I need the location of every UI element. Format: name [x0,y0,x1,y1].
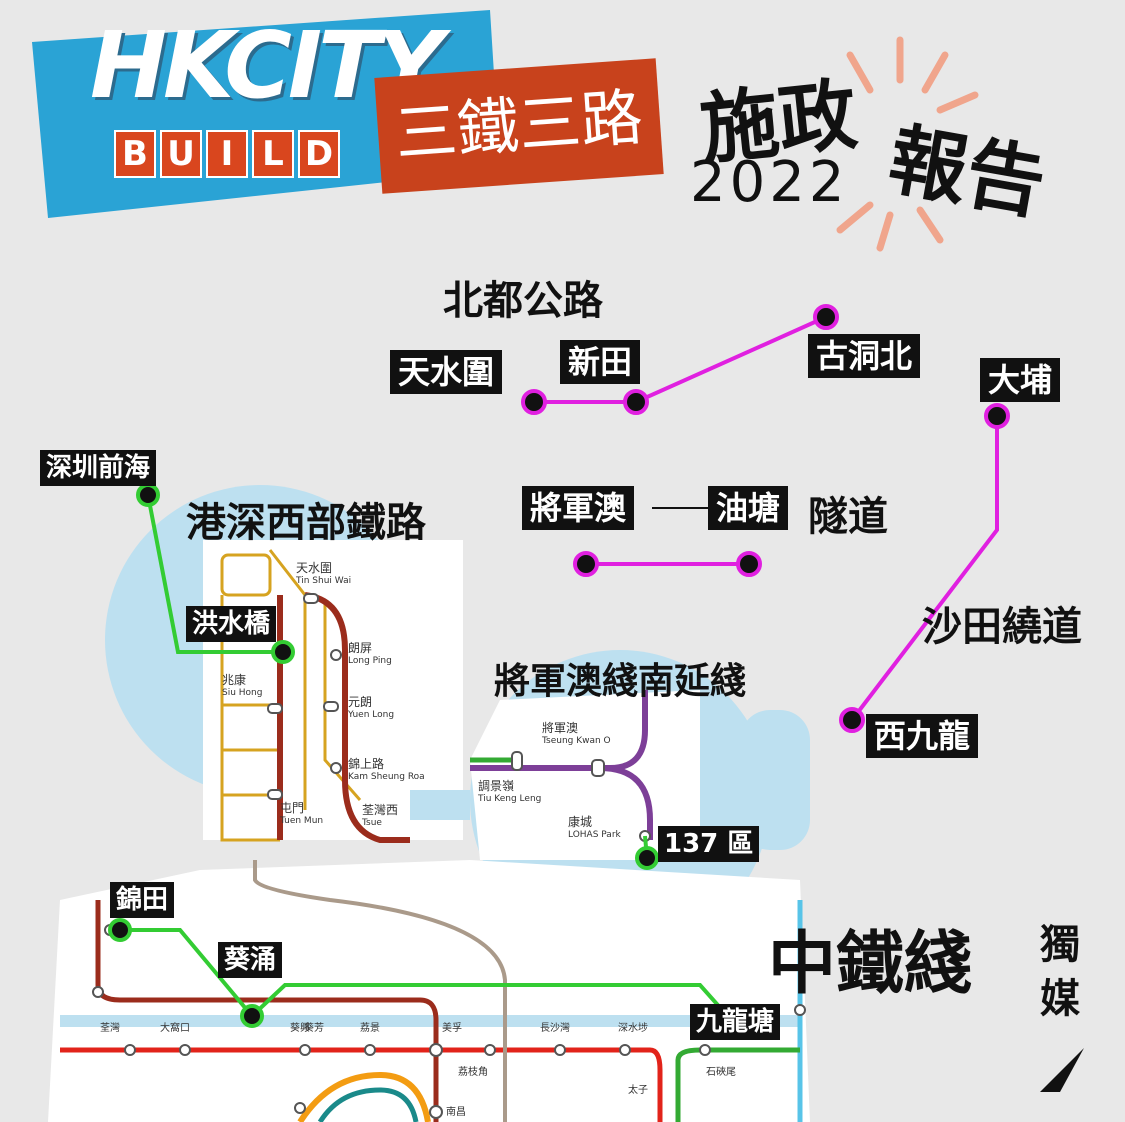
logo-build-letter: I [206,130,248,178]
water-channel [410,790,470,820]
station-label-tai-po: 大埔 [980,358,1061,402]
shatin-bypass-title: 沙田繞道 [922,604,1082,650]
station-label-tseung-kwan-o: 將軍澳 [522,486,635,530]
map-label-lower: 荔景 [360,1023,380,1034]
logo-build-letter: U [160,130,202,178]
station-label-kam-tin: 錦田 [110,882,175,918]
logo-build-letter: D [298,130,340,178]
tko-line-branch [599,765,653,840]
map-label-lower: 葵興 [290,1023,310,1034]
tunnel-suffix: 隧道 [808,494,888,540]
logo-subtitle: 三鐵三路 [374,58,664,194]
airport-express [317,1087,419,1122]
tung-chung-line [297,1071,431,1122]
hkcity-logo: HKCITY B U I L D [32,8,482,218]
base-map-stations [92,593,806,1119]
tsuen-wan-line [60,1047,663,1122]
sunburst-accent [836,36,979,252]
hk-sz-western-rail-title: 港深西部鐵路 [186,500,426,546]
map-label-lower: 葵芳 [304,1023,324,1034]
map-label-lower: 荔枝角 [458,1067,488,1078]
central-rail-title: 中鐵綫 [768,925,973,1004]
logo-build-letter: L [252,130,294,178]
water-region-tko-east [740,710,810,850]
logo-build-blocks: B U I L D [114,130,340,178]
station-label-west-kowloon: 西九龍 [866,714,979,758]
map-label-lower: 太子 [628,1085,648,1096]
shatin-bypass-line [850,416,999,722]
map-label-lower: 大窩口 [160,1023,190,1034]
magenta-station-markers [521,304,1010,733]
map-label-lower: 石硤尾 [706,1067,736,1078]
station-label-yau-tong: 油塘 [708,486,789,530]
station-label-tin-shui-wai: 天水圍 [390,350,503,394]
station-label-shenzhen-qianhai: 深圳前海 [40,450,157,486]
station-label-kwai-chung: 葵涌 [218,942,283,978]
brand-mark-triangle [1040,1048,1084,1092]
station-label-area-137: 137 區 [658,826,760,862]
map-label-lower: 深水埗 [618,1023,648,1034]
station-label-hung-shui-kiu: 洪水橋 [186,606,277,642]
map-label-lower: 美孚 [442,1023,462,1034]
map-label-lower: 長沙灣 [540,1023,570,1034]
tko-south-extension-title: 將軍澳綫南延綫 [494,661,747,702]
tuen-ma-line [304,592,410,843]
grey-corridor [253,860,507,1122]
logo-build-letter: B [114,130,156,178]
land-region-kowloon [48,860,810,1122]
station-label-kowloon-tong: 九龍塘 [690,1004,781,1040]
northern-metropolis-highway-title: 北都公路 [443,278,603,324]
hk-sz-western-rail-line [146,494,283,654]
map-label-lower: 南昌 [446,1107,466,1118]
map-label-lower: 荃灣 [100,1023,120,1034]
station-label-san-tin: 新田 [560,340,641,384]
light-rail-network [220,549,362,842]
publisher-brand: 獨媒 [1040,922,1080,1022]
station-label-kwu-tung-north: 古洞北 [808,334,921,378]
central-rail-line [120,928,742,1032]
policy-year: 2022 [690,150,849,215]
